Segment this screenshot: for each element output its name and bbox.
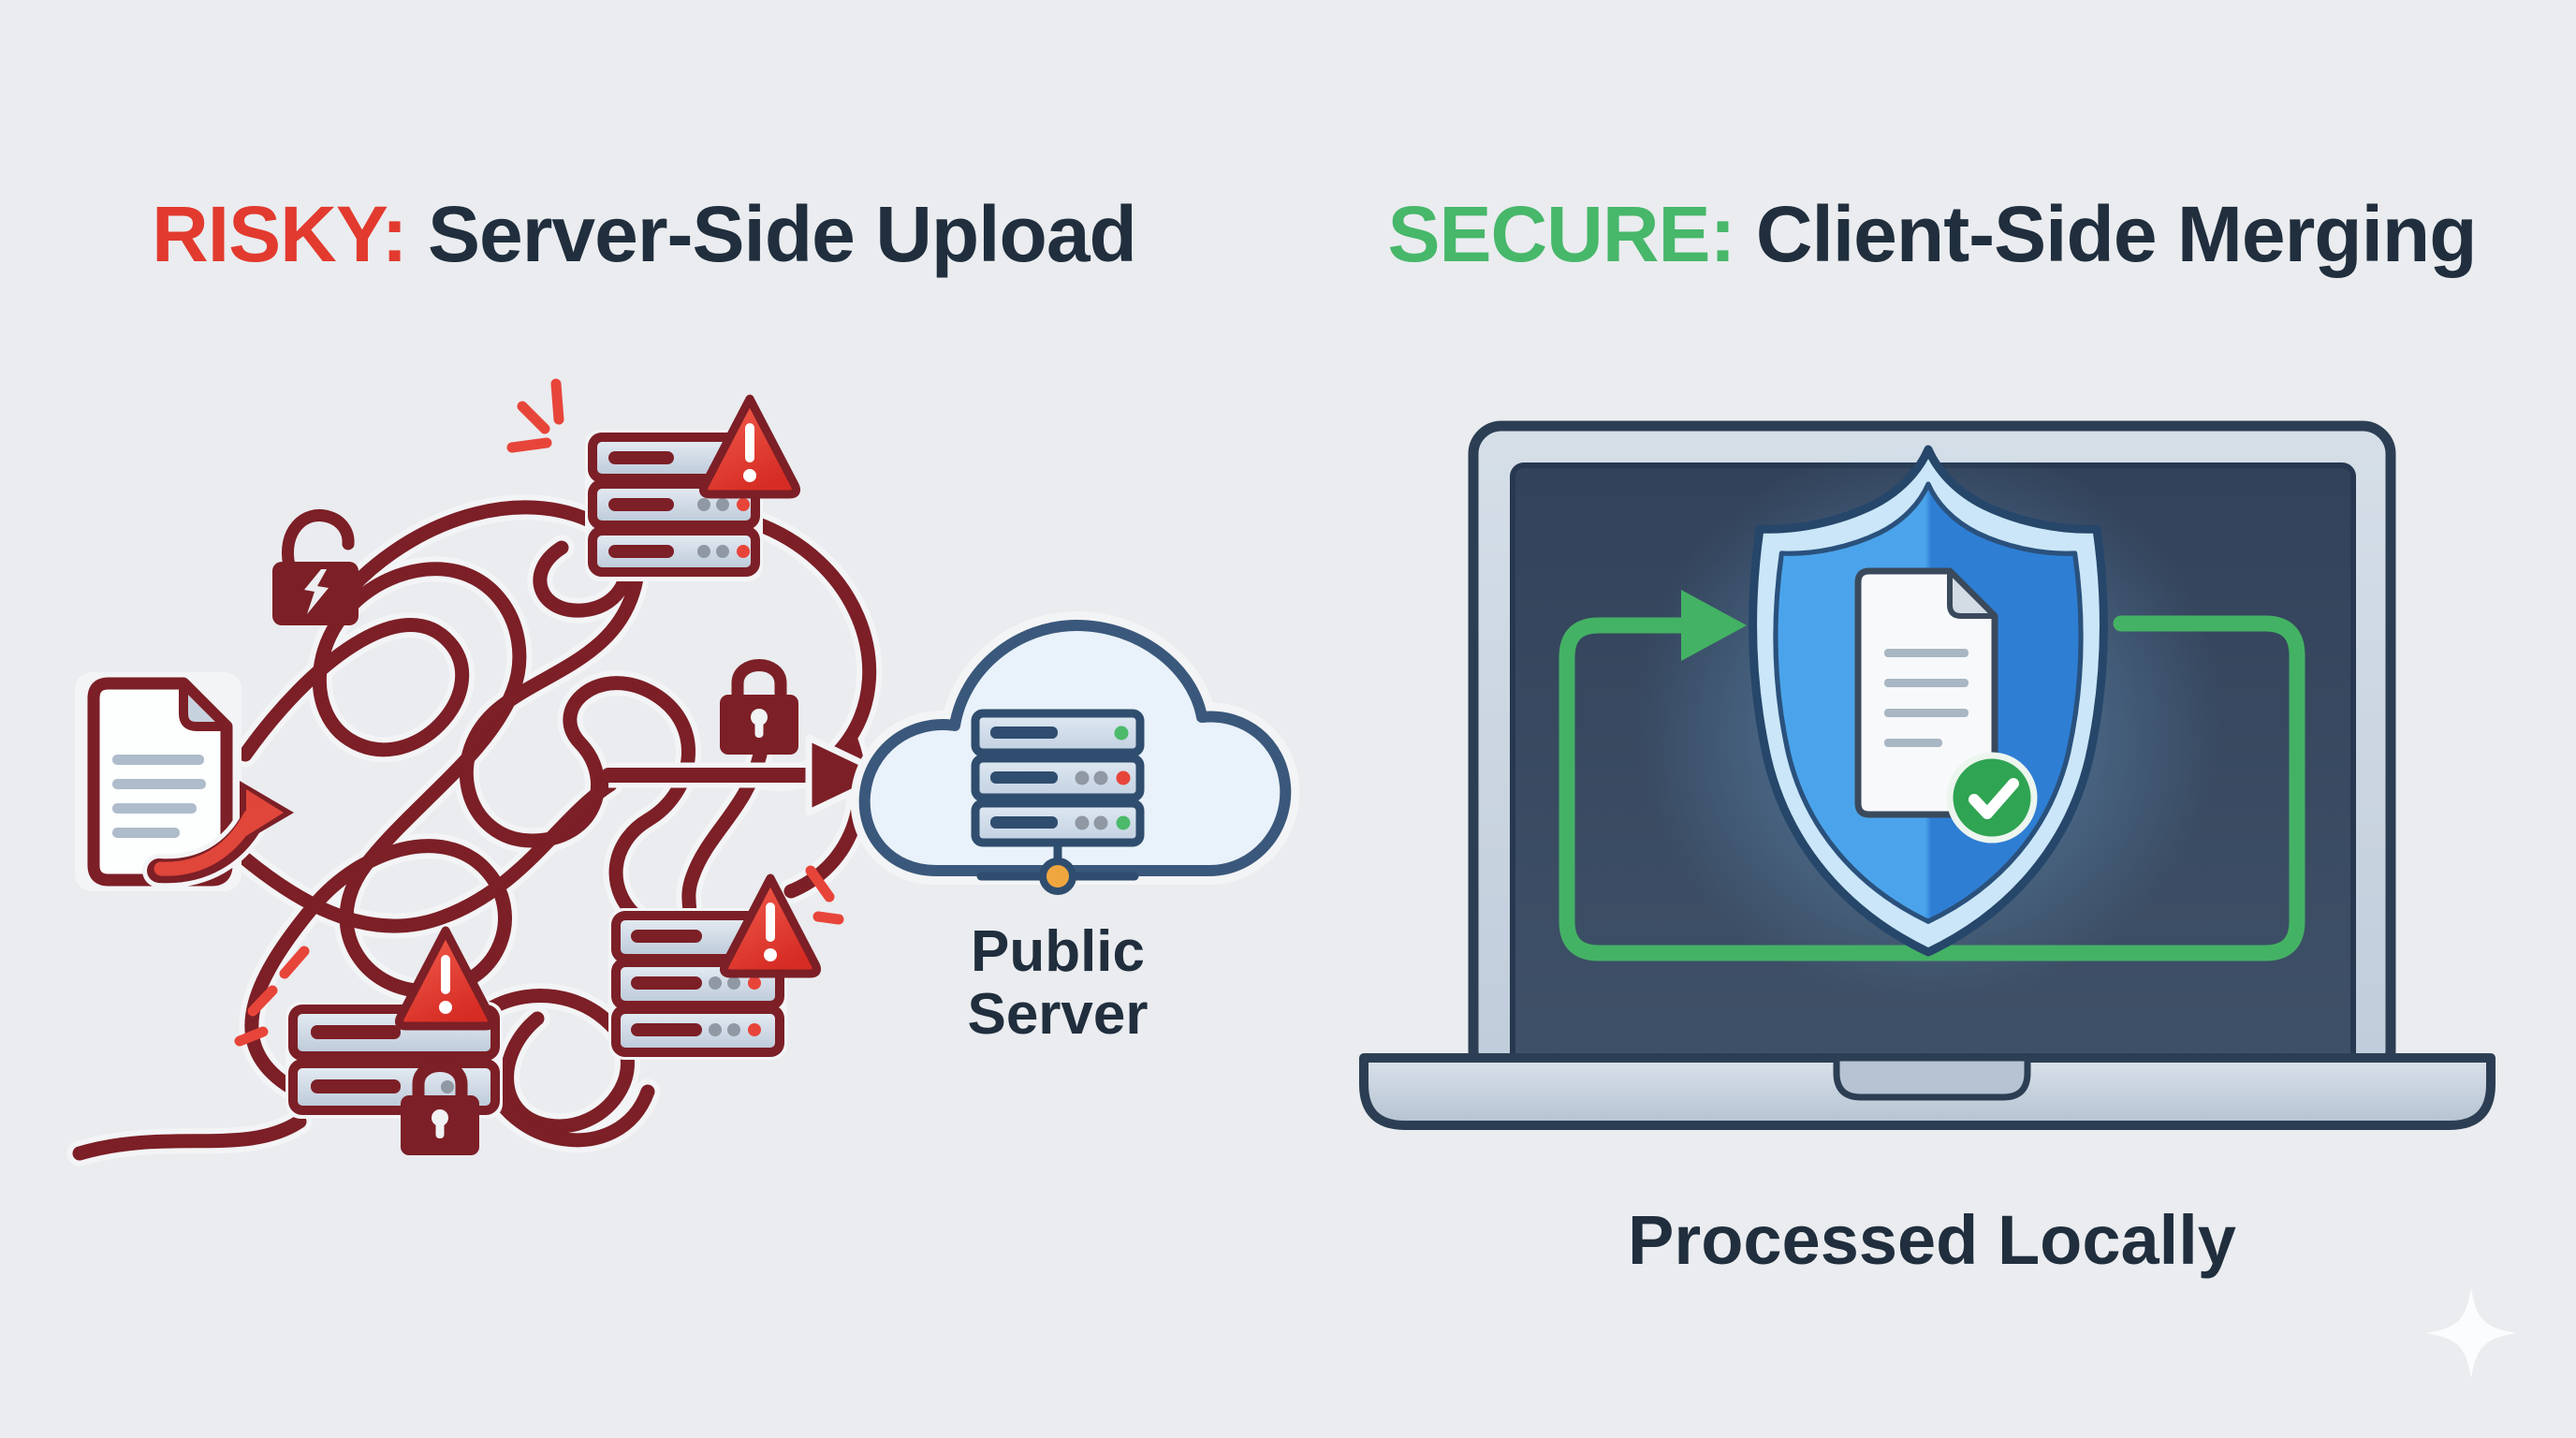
check-circle-icon [1946,752,2038,844]
laptop-base-icon [1359,1053,2496,1130]
sparkle-icon [2426,1288,2516,1378]
closed-padlock-icon [720,666,798,756]
secure-badge: SECURE: [1387,190,1735,278]
public-server-line1: Public [970,919,1146,984]
public-server-line2: Server [967,981,1149,1047]
arrow-head-icon [1681,590,1747,661]
lightning-icon [304,569,329,614]
public-server-label: Public Server [871,919,1245,1047]
network-node-icon [976,838,1139,895]
forward-arrow-icon [142,781,294,888]
spark-icon [506,378,564,453]
spark-icon [805,865,844,925]
laptop-notch [1833,1054,2031,1101]
risky-badge: RISKY: [152,190,407,278]
cloud-server-icon [971,709,1145,847]
right-title: SECURE: Client-Side Merging [1288,189,2576,280]
left-title-text: Server-Side Upload [406,190,1137,278]
document-icon [75,672,242,891]
server-stack-icon [608,908,787,1060]
processed-locally-label: Processed Locally [1628,1201,2236,1279]
right-illustration [1359,420,2496,1130]
open-padlock-icon [272,509,359,625]
left-title: RISKY: Server-Side Upload [0,189,1288,280]
left-illustration [75,378,1300,1155]
right-title-text: Client-Side Merging [1734,190,2478,278]
shield-document-icon [1854,567,2038,844]
spark-icon [234,946,310,1047]
straight-arrow-icon [601,734,891,816]
